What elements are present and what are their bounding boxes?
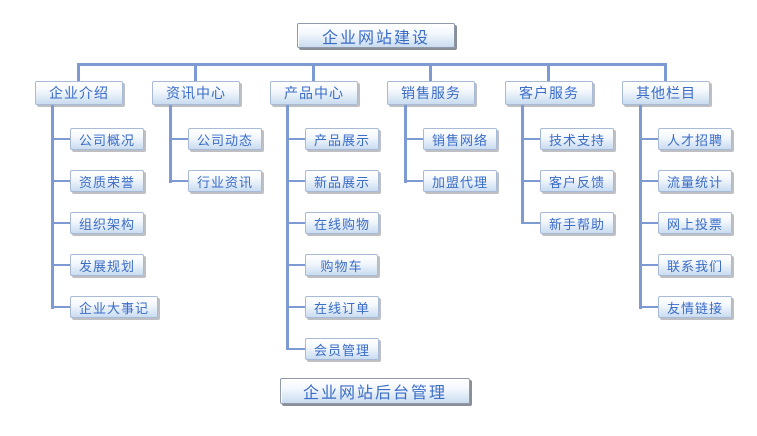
- rail-drop-other-sections: [664, 63, 667, 81]
- footer-node-backend-management[interactable]: 企业网站后台管理: [280, 378, 470, 404]
- branch-line: [524, 222, 540, 224]
- branch-line: [642, 138, 658, 140]
- leaf-company-overview[interactable]: 公司概况: [70, 128, 145, 150]
- leaf-job-recruitment[interactable]: 人才招聘: [658, 128, 733, 150]
- branch-line: [524, 180, 540, 182]
- leaf-customer-feedback[interactable]: 客户反馈: [540, 170, 615, 192]
- leaf-online-voting[interactable]: 网上投票: [658, 212, 733, 234]
- branch-line: [407, 180, 423, 182]
- branch-line: [289, 264, 305, 266]
- header-sales-service[interactable]: 销售服务: [387, 81, 475, 105]
- leaf-company-news[interactable]: 公司动态: [188, 128, 263, 150]
- leaf-industry-news[interactable]: 行业资讯: [188, 170, 263, 192]
- branch-line: [54, 180, 70, 182]
- branch-line: [524, 138, 540, 140]
- leaf-franchise-agency[interactable]: 加盟代理: [423, 170, 498, 192]
- leaf-tech-support[interactable]: 技术支持: [540, 128, 615, 150]
- rail-drop-customer-service: [547, 63, 550, 81]
- leaf-online-shopping[interactable]: 在线购物: [305, 212, 380, 234]
- leaf-friendly-links[interactable]: 友情链接: [658, 296, 733, 318]
- trunk-company-intro: [51, 105, 54, 309]
- branch-line: [54, 138, 70, 140]
- branch-line: [642, 264, 658, 266]
- header-product-center[interactable]: 产品中心: [270, 81, 358, 105]
- rail-drop-product-center: [312, 63, 315, 81]
- trunk-product-center: [286, 105, 289, 350]
- leaf-product-showcase[interactable]: 产品展示: [305, 128, 380, 150]
- rail-drop-company-intro: [77, 63, 80, 81]
- branch-line: [172, 138, 188, 140]
- leaf-newbie-help[interactable]: 新手帮助: [540, 212, 615, 234]
- branch-line: [289, 222, 305, 224]
- trunk-customer-service: [521, 105, 524, 224]
- header-other-sections[interactable]: 其他栏目: [622, 81, 710, 105]
- branch-line: [289, 306, 305, 308]
- leaf-development-plan[interactable]: 发展规划: [70, 254, 145, 276]
- trunk-news-center: [169, 105, 172, 183]
- header-customer-service[interactable]: 客户服务: [505, 81, 593, 105]
- branch-line: [289, 180, 305, 182]
- leaf-member-management[interactable]: 会员管理: [305, 338, 380, 360]
- leaf-contact-us[interactable]: 联系我们: [658, 254, 733, 276]
- header-news-center[interactable]: 资讯中心: [152, 81, 240, 105]
- rail-drop-news-center: [194, 63, 197, 81]
- branch-line: [172, 180, 188, 182]
- branch-line: [289, 138, 305, 140]
- trunk-other-sections: [639, 105, 642, 309]
- branch-line: [54, 306, 70, 308]
- leaf-sales-network[interactable]: 销售网络: [423, 128, 498, 150]
- leaf-shopping-cart[interactable]: 购物车: [305, 254, 378, 276]
- leaf-company-milestones[interactable]: 企业大事记: [70, 296, 159, 318]
- branch-line: [54, 222, 70, 224]
- leaf-online-orders[interactable]: 在线订单: [305, 296, 380, 318]
- rail-drop-sales-service: [429, 63, 432, 81]
- branch-line: [642, 180, 658, 182]
- header-company-intro[interactable]: 企业介绍: [35, 81, 123, 105]
- branch-line: [289, 348, 305, 350]
- leaf-traffic-stats[interactable]: 流量统计: [658, 170, 733, 192]
- leaf-organization-structure[interactable]: 组织架构: [70, 212, 145, 234]
- branch-line: [642, 222, 658, 224]
- root-rail-line: [77, 63, 667, 66]
- branch-line: [54, 264, 70, 266]
- leaf-new-products[interactable]: 新品展示: [305, 170, 380, 192]
- root-node-site-build[interactable]: 企业网站建设: [297, 23, 455, 48]
- branch-line: [407, 138, 423, 140]
- trunk-sales-service: [404, 105, 407, 183]
- branch-line: [642, 306, 658, 308]
- leaf-qualification-honor[interactable]: 资质荣誉: [70, 170, 145, 192]
